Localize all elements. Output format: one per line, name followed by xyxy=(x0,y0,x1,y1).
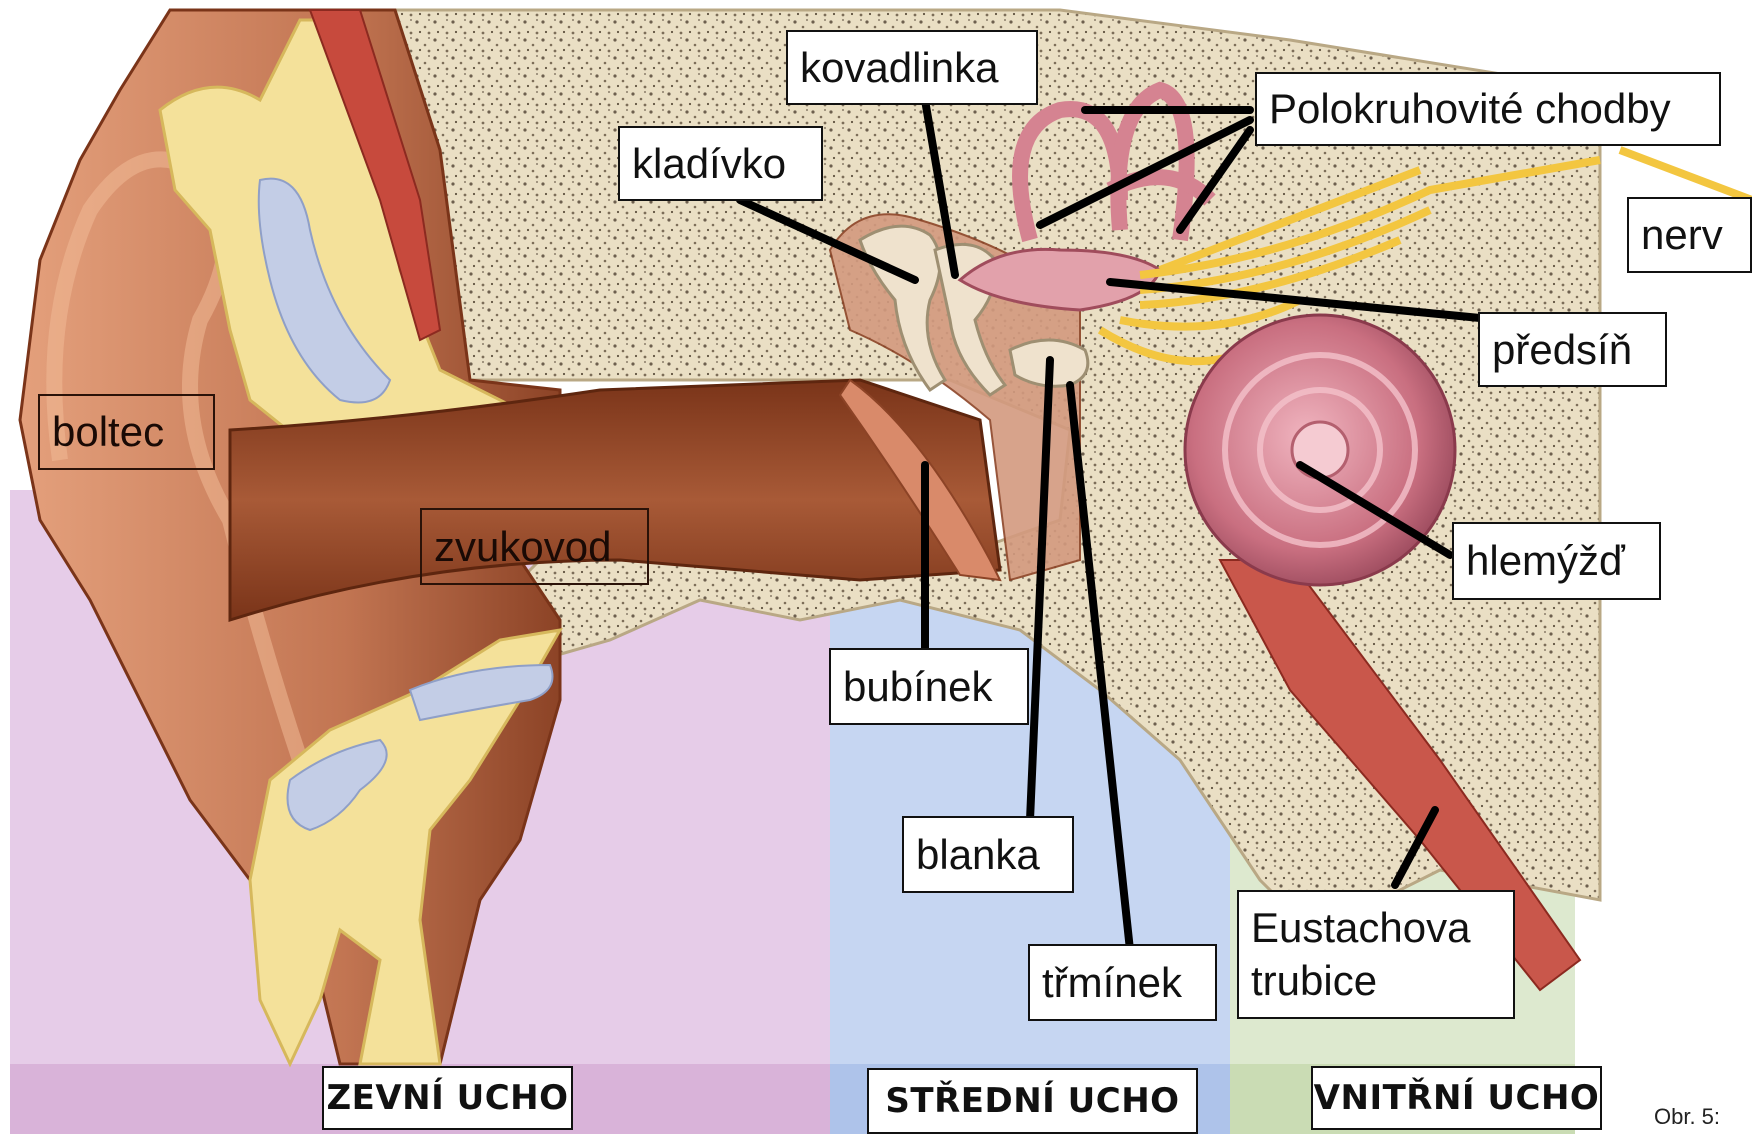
label-zvukovod: zvukovod xyxy=(420,508,649,585)
label-kovadlinka: kovadlinka xyxy=(786,30,1038,105)
label-bubinek: bubínek xyxy=(829,648,1029,725)
label-triminek: třmínek xyxy=(1028,944,1217,1021)
label-eustachova-line2: trubice xyxy=(1251,959,1377,1003)
label-kladivko: kladívko xyxy=(618,126,823,201)
section-middle-ear: STŘEDNÍ UCHO xyxy=(867,1068,1198,1134)
label-nerv: nerv xyxy=(1627,197,1752,273)
label-polokruhovite-chodby: Polokruhovité chodby xyxy=(1255,72,1721,146)
section-outer-ear: ZEVNÍ UCHO xyxy=(322,1066,573,1130)
label-eustachova-trubice: Eustachova trubice xyxy=(1237,890,1515,1019)
figure-number: Obr. 5: xyxy=(1654,1104,1720,1130)
section-inner-ear: VNITŘNÍ UCHO xyxy=(1311,1066,1602,1130)
label-predsin: předsíň xyxy=(1478,312,1667,387)
label-hlemyzd: hlemýžď xyxy=(1452,522,1661,600)
label-blanka: blanka xyxy=(902,816,1074,893)
label-boltec: boltec xyxy=(38,394,215,470)
label-eustachova-line1: Eustachova xyxy=(1251,906,1470,950)
